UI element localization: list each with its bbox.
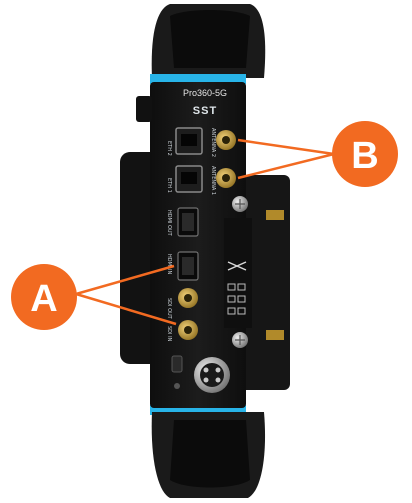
- sdi-connector: [178, 288, 198, 308]
- sdi-connector: [178, 320, 198, 340]
- power-connector: [194, 357, 230, 393]
- model-text: Pro360-5G: [183, 88, 227, 98]
- ethernet-port: [175, 127, 203, 155]
- callout-a-badge: A: [11, 264, 77, 330]
- callout-a-label: A: [30, 278, 57, 320]
- front-panel: [136, 82, 246, 408]
- callout-b-label: B: [351, 135, 378, 177]
- antenna-connector: [216, 130, 236, 150]
- callout-a-lines: [75, 264, 177, 326]
- port-label: HDMI IN: [166, 254, 172, 274]
- power-switch: [171, 355, 183, 389]
- brand-logo: SST: [193, 105, 217, 117]
- callout-b-badge: B: [332, 121, 398, 187]
- ethernet-port: [175, 165, 203, 193]
- port-label: SDI IN: [166, 326, 172, 342]
- callout-b-lines: [237, 138, 335, 180]
- bottom-handle: [150, 405, 266, 498]
- port-label: SDI OUT: [166, 298, 172, 320]
- antenna-connector: [216, 168, 236, 188]
- port-label: ETH 1: [166, 178, 172, 193]
- port-label: ETH 2: [166, 141, 172, 156]
- hdmi-port: [177, 251, 199, 281]
- port-label: ANTENNA 1: [210, 166, 216, 195]
- port-label: ANTENNA 2: [210, 128, 216, 157]
- hdmi-port: [177, 207, 199, 237]
- screw-icon: [232, 332, 248, 348]
- port-label: HDMI OUT: [166, 210, 172, 237]
- top-handle: [150, 4, 266, 84]
- screw-icon: [232, 196, 248, 212]
- status-led-panel: [224, 218, 252, 328]
